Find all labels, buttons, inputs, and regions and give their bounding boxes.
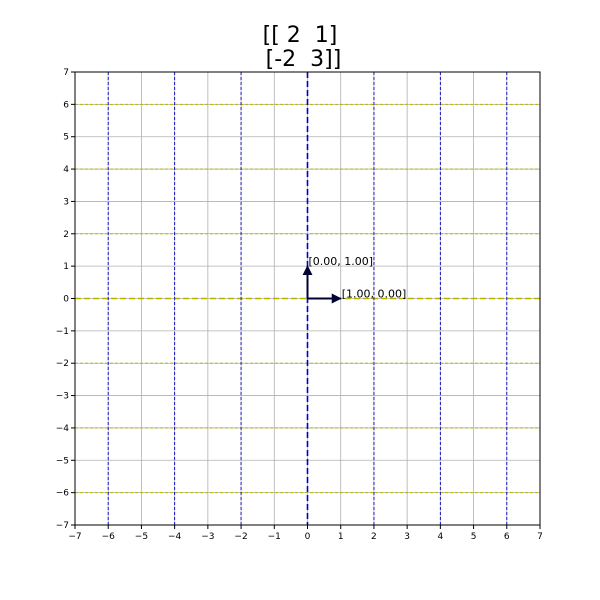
x-tick-label: 7 xyxy=(537,532,543,542)
chart-title-line-2: [-2 3]] xyxy=(258,47,342,72)
y-tick-label: 6 xyxy=(63,100,69,110)
x-tick-label: −6 xyxy=(102,532,116,542)
vectors-layer: [1.00, 0.00] [0.00, 1.00] xyxy=(302,255,407,304)
y-tick-label: −2 xyxy=(56,359,69,369)
x-tick-label: −4 xyxy=(168,532,182,542)
x-tick-label: −3 xyxy=(201,532,214,542)
y-tick-label: −6 xyxy=(56,489,70,499)
x-tick-label: −5 xyxy=(135,532,148,542)
x-tick-label: −1 xyxy=(268,532,281,542)
x-tick-label: 1 xyxy=(338,532,344,542)
y-tick-label: −7 xyxy=(56,521,69,531)
x-tick-label: −2 xyxy=(234,532,247,542)
chart-title-line-1: [[ 2 1] xyxy=(262,23,338,48)
x-tick-label: −7 xyxy=(68,532,81,542)
y-tick-label: −4 xyxy=(56,424,70,434)
y-tick-label: −1 xyxy=(56,327,69,337)
y-tick-label: 7 xyxy=(63,68,69,78)
y-tick-label: 1 xyxy=(63,262,69,272)
y-tick-label: 2 xyxy=(63,230,69,240)
x-tick-label: 3 xyxy=(404,532,410,542)
y-tick-label: 0 xyxy=(63,295,69,305)
vector-label: [1.00, 0.00] xyxy=(342,288,407,301)
ticks-layer: −7 −6 −5 −4 −3 −2 −1 0 1 2 3 4 5 6 7 −7 −6 −5 −4 −3 −2 −1 0 1 2 3… xyxy=(56,68,543,542)
x-tick-label: 0 xyxy=(305,532,311,542)
x-tick-label: 5 xyxy=(471,532,477,542)
y-tick-label: −5 xyxy=(56,456,69,466)
x-tick-label: 2 xyxy=(371,532,377,542)
x-tick-label: 4 xyxy=(437,532,443,542)
y-tick-label: 4 xyxy=(63,165,69,175)
horizontal-lines-layer xyxy=(75,103,540,494)
y-tick-label: −3 xyxy=(56,392,69,402)
x-tick-label: 6 xyxy=(504,532,510,542)
y-tick-label: 3 xyxy=(63,197,69,207)
y-tick-label: 5 xyxy=(63,133,69,143)
vector-label: [0.00, 1.00] xyxy=(309,255,374,268)
